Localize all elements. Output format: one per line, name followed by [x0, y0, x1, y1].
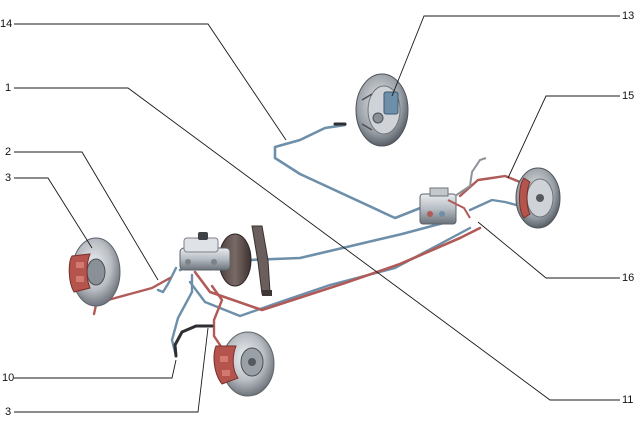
- leader-15: [507, 95, 620, 179]
- regulator-lever: [454, 157, 487, 197]
- pipe-red-rear-right: [458, 174, 522, 198]
- front-right-brake-assembly: [213, 331, 275, 397]
- pipe-blue-mid: [188, 226, 472, 318]
- leader-14: [14, 23, 287, 141]
- callout-14: 14: [0, 18, 13, 30]
- leader-2: [14, 151, 159, 281]
- front-left-caliper: [68, 253, 91, 293]
- callout-2: 2: [5, 146, 12, 158]
- pipe-blue-rear-right: [468, 198, 522, 212]
- fluid-reservoir: [183, 237, 219, 253]
- front-left-brake-assembly: [68, 237, 121, 307]
- pipe-blue-front-left: [156, 266, 178, 294]
- leader-10: [14, 359, 177, 379]
- callout-leaders: [14, 15, 620, 413]
- regulator-body: [419, 193, 457, 225]
- callout-1: 1: [5, 82, 12, 94]
- pipe-blue-rear-top: [273, 123, 430, 220]
- rear-left-drum-brake: [355, 73, 409, 147]
- leader-1: [14, 87, 620, 401]
- rear-right-brake-shoe: [519, 177, 531, 219]
- leader-13: [391, 15, 620, 97]
- front-right-caliper: [213, 345, 239, 385]
- rear-right-drum-brake: [515, 167, 561, 229]
- callout-16: 16: [622, 272, 635, 284]
- pressure-regulator: [419, 157, 487, 225]
- callout-13: 13: [622, 10, 635, 22]
- brake-pipes: [92, 122, 522, 358]
- callout-15: 15: [622, 90, 635, 102]
- callout-11: 11: [622, 394, 634, 406]
- rear-left-wheel-cylinder: [383, 91, 399, 115]
- pipe-red-front-right: [210, 284, 224, 350]
- hose-front-right: [173, 324, 214, 358]
- callout-3-top: 3: [5, 172, 12, 184]
- master-cylinder-and-booster: [179, 225, 272, 296]
- pipe-red-main: [193, 226, 482, 312]
- callout-3-bottom: 3: [5, 406, 12, 418]
- callout-10: 10: [2, 372, 15, 384]
- leader-3-top: [14, 177, 93, 249]
- leader-16: [477, 221, 620, 279]
- leader-3-bottom: [14, 327, 209, 413]
